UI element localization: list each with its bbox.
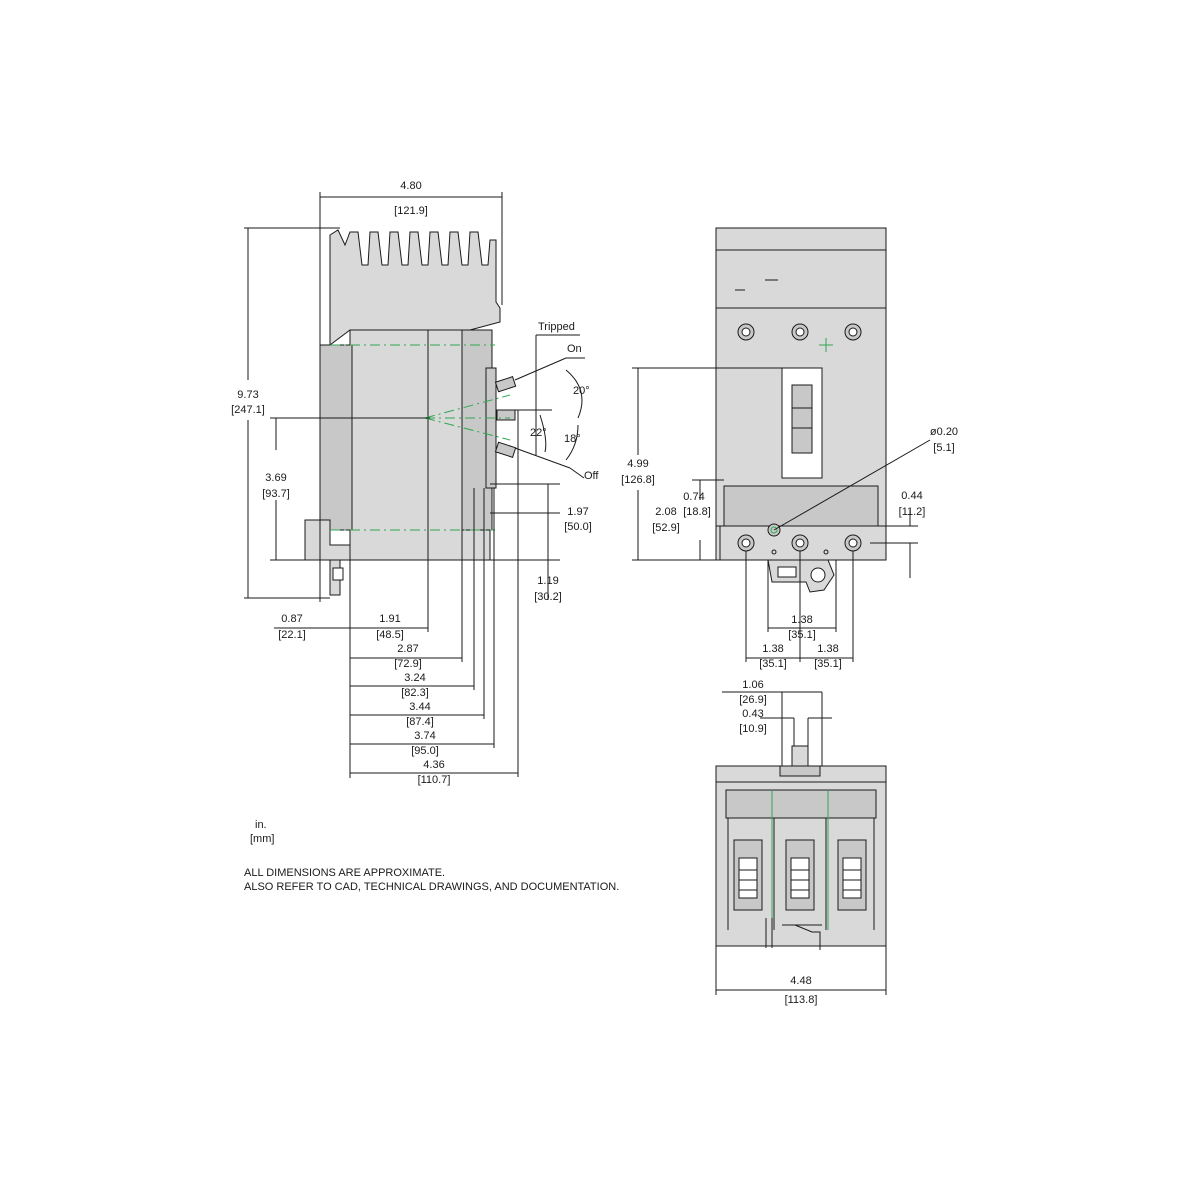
unit-legend-mm: [mm]	[250, 833, 275, 845]
dim-119-mm: [30.2]	[534, 591, 562, 603]
dim-480-mm: [121.9]	[394, 205, 428, 217]
dim-499-in: 4.99	[627, 458, 648, 470]
dim-208-in: 2.08	[655, 506, 676, 518]
dim-197-in: 1.97	[567, 506, 588, 518]
dim-043-mm: [10.9]	[739, 723, 767, 735]
dim-480-in: 4.80	[400, 180, 421, 192]
unit-legend: in. [mm]	[250, 818, 274, 846]
front-left-rail	[319, 344, 353, 531]
dim-138l-mm: [35.1]	[759, 658, 787, 670]
label-tripped: Tripped	[538, 321, 575, 333]
dim-138l-in: 1.38	[762, 643, 783, 655]
dim-087-mm: [22.1]	[278, 629, 306, 641]
bottom-view	[715, 691, 887, 995]
front-handle-boss	[485, 367, 497, 489]
dim-138r-in: 1.38	[817, 643, 838, 655]
dim-324-in: 3.24	[404, 672, 425, 684]
dim-087-in: 0.87	[281, 613, 302, 625]
dim-074-in: 0.74	[683, 491, 704, 503]
dim-191-mm: [48.5]	[376, 629, 404, 641]
dim-044-mm: [11.2]	[899, 506, 926, 518]
dim-138r-mm: [35.1]	[814, 658, 842, 670]
dim-369-mm: [93.7]	[262, 488, 290, 500]
dim-344-mm: [87.4]	[406, 716, 434, 728]
dim-119-in: 1.19	[537, 575, 558, 587]
dim-374-mm: [95.0]	[411, 745, 439, 757]
dim-hole-mm: [5.1]	[933, 442, 954, 454]
front-bottom-terminal	[304, 519, 351, 596]
dim-448-in: 4.48	[790, 975, 811, 987]
dim-hole-in: ø0.20	[930, 426, 958, 438]
bottom-terminals	[733, 839, 867, 911]
dim-197-mm: [50.0]	[564, 521, 592, 533]
unit-legend-in: in.	[255, 819, 267, 831]
dim-374-in: 3.74	[414, 730, 435, 742]
dim-287-in: 2.87	[397, 643, 418, 655]
side-view	[632, 227, 931, 662]
angle-18: 18°	[564, 433, 581, 445]
dim-973-in: 9.73	[237, 389, 258, 401]
dim-191-in: 1.91	[379, 613, 400, 625]
handle-positions	[494, 376, 517, 458]
dim-287-mm: [72.9]	[394, 658, 422, 670]
dim-344-in: 3.44	[409, 701, 430, 713]
dim-973-mm: [247.1]	[231, 404, 265, 416]
side-top-cover	[715, 227, 887, 309]
dim-208-mm: [52.9]	[652, 522, 680, 534]
drawing-notes: ALL DIMENSIONS ARE APPROXIMATE. ALSO REF…	[244, 866, 619, 894]
dim-044-in: 0.44	[901, 490, 922, 502]
dim-369-in: 3.69	[265, 472, 286, 484]
label-on: On	[567, 343, 582, 355]
note-approximate: ALL DIMENSIONS ARE APPROXIMATE.	[244, 867, 446, 879]
dim-448-mm: [113.8]	[785, 994, 818, 1006]
note-refer: ALSO REFER TO CAD, TECHNICAL DRAWINGS, A…	[244, 881, 620, 893]
dim-106-mm: [26.9]	[739, 694, 767, 706]
angle-20: 20°	[573, 385, 590, 397]
dim-436-mm: [110.7]	[418, 774, 451, 786]
dim-138c-mm: [35.1]	[788, 629, 816, 641]
dim-436-in: 4.36	[423, 759, 444, 771]
front-view	[244, 192, 585, 778]
dim-106-in: 1.06	[742, 679, 763, 691]
bottom-stem	[791, 745, 809, 769]
angle-22: 22°	[530, 427, 547, 439]
dim-043-in: 0.43	[742, 708, 763, 720]
dim-499-mm: [126.8]	[621, 474, 655, 486]
dim-138c-in: 1.38	[791, 614, 812, 626]
dim-074-mm: [18.8]	[683, 506, 711, 518]
dimension-labels: 4.80 [121.9] 9.73 [247.1] 3.69 [93.7] 1.…	[231, 180, 958, 1006]
front-top-housing	[329, 229, 501, 346]
label-off: Off	[584, 470, 599, 482]
dim-324-mm: [82.3]	[401, 687, 429, 699]
